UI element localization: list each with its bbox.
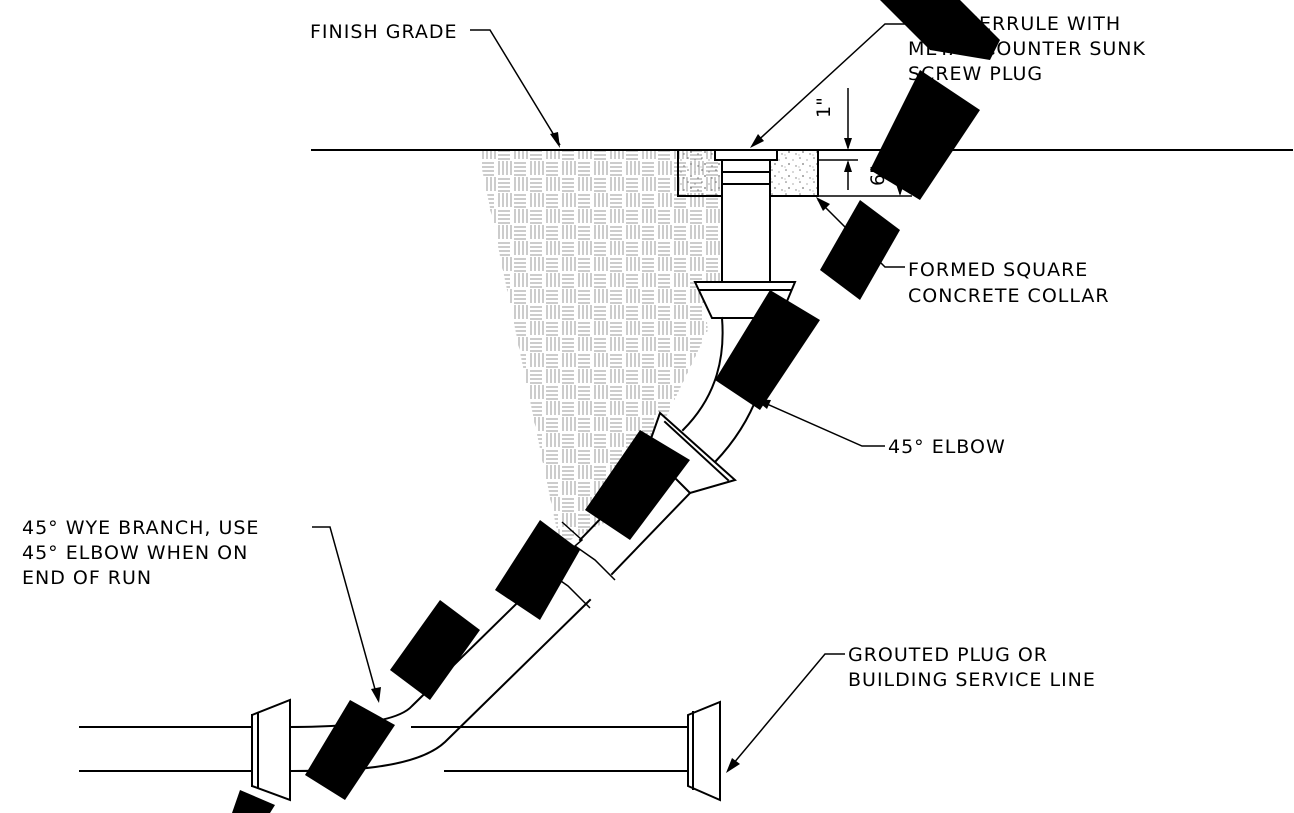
- svg-text:1": 1": [813, 97, 835, 118]
- label-concrete-collar-2: CONCRETE COLLAR: [908, 285, 1110, 307]
- label-wye-branch-1: 45° WYE BRANCH, USE: [22, 517, 259, 539]
- leader-concrete-collar: [817, 199, 905, 268]
- leader-finish-grade: [470, 29, 561, 146]
- leader-grouted-plug: [727, 653, 845, 771]
- label-wye-branch-3: END OF RUN: [22, 567, 152, 589]
- elbow-45-inner: [681, 316, 724, 432]
- label-grouted-plug-1: GROUTED PLUG OR: [848, 644, 1048, 666]
- watermark-band: [232, 0, 1000, 813]
- iron-ferrule: [714, 149, 778, 185]
- label-iron-ferrule-3: SCREW PLUG: [908, 63, 1043, 85]
- label-grouted-plug-2: BUILDING SERVICE LINE: [848, 669, 1096, 691]
- label-concrete-collar-1: FORMED SQUARE: [908, 259, 1088, 281]
- dimension-1in: 1": [813, 88, 858, 190]
- leader-iron-ferrule: [751, 23, 905, 147]
- diagonal-pipe-upper-right: [610, 491, 692, 576]
- leader-wye-branch: [312, 526, 379, 701]
- main-pipe-left-bell: [251, 698, 291, 802]
- label-elbow: 45° ELBOW: [888, 436, 1006, 458]
- label-finish-grade: FINISH GRADE: [310, 21, 458, 43]
- soil-hatch: [478, 150, 722, 545]
- leader-elbow: [757, 399, 885, 447]
- label-wye-branch-2: 45° ELBOW WHEN ON: [22, 542, 248, 564]
- main-pipe-right-bell: [687, 700, 721, 802]
